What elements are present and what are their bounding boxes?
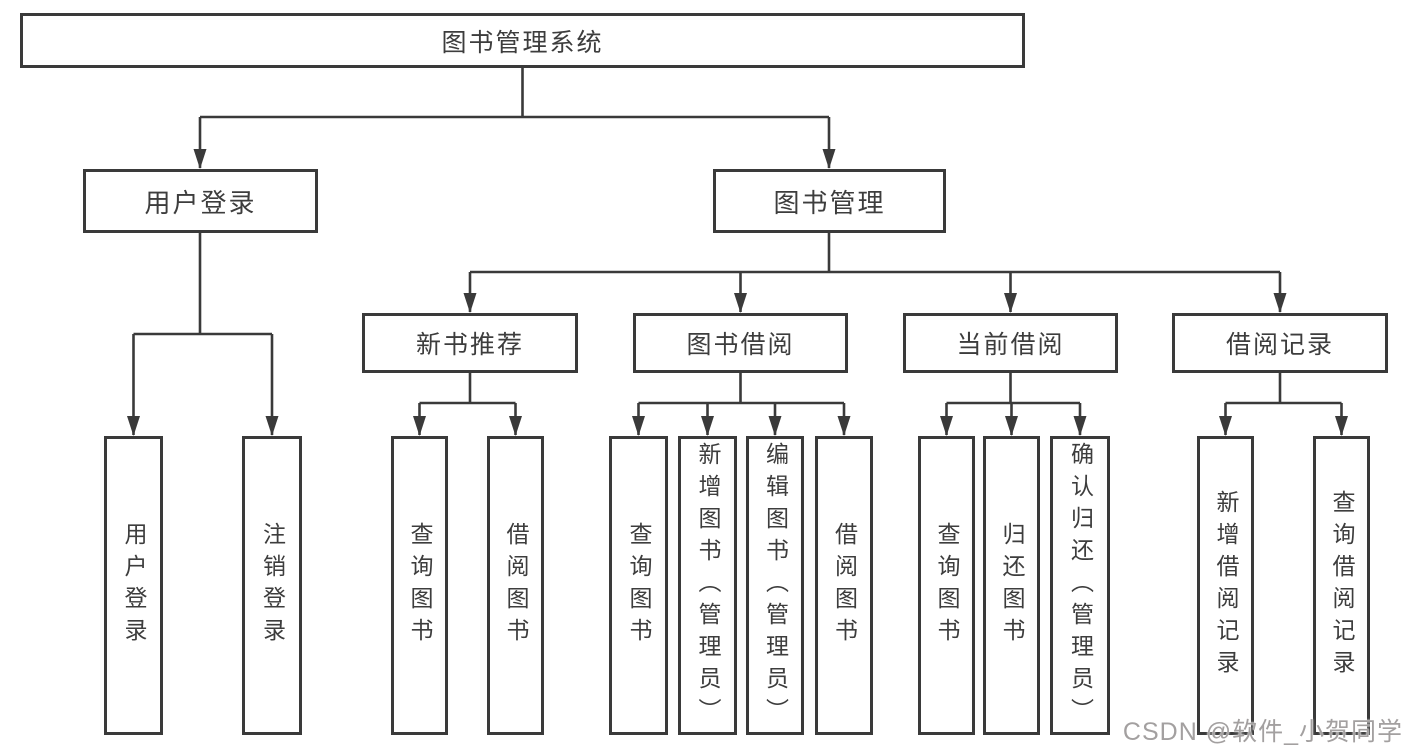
leaf-borrow-add-books-admin-label: 新增图书（管理员） <box>695 441 721 730</box>
leaf-records-add-record-label: 新增借阅记录 <box>1213 489 1239 682</box>
connector-book-management-rail <box>470 233 1280 274</box>
leaf-records-query-record-label: 查询借阅记录 <box>1329 489 1355 682</box>
leaf-current-confirm-return-admin: 确认归还（管理员） <box>1050 436 1110 735</box>
node-book-management: 图书管理 <box>713 169 946 233</box>
node-root-label: 图书管理系统 <box>441 28 604 57</box>
leaf-borrow-edit-books-admin-label: 编辑图书（管理员） <box>762 441 789 730</box>
node-root: 图书管理系统 <box>20 13 1025 68</box>
leaf-borrow-add-books-admin: 新增图书（管理员） <box>678 436 737 735</box>
node-book-borrow: 图书借阅 <box>633 313 848 373</box>
leaf-records-add-record: 新增借阅记录 <box>1197 436 1254 735</box>
connector-user-login-rail <box>133 233 272 336</box>
leaf-records-query-record: 查询借阅记录 <box>1313 436 1370 735</box>
leaf-user-login: 用户登录 <box>104 436 163 735</box>
connector-new-book-recommend-rail <box>419 373 516 405</box>
leaf-borrow-edit-books-admin: 编辑图书（管理员） <box>746 436 804 735</box>
connector-book-borrow-rail <box>638 373 844 405</box>
leaf-current-return-books-label: 归还图书 <box>999 521 1025 650</box>
leaf-rec-borrow-books-label: 借阅图书 <box>503 521 529 650</box>
connector-current-borrow-rail <box>946 373 1080 405</box>
node-book-management-label: 图书管理 <box>773 187 886 218</box>
node-user-login: 用户登录 <box>83 169 318 233</box>
leaf-user-login-label: 用户登录 <box>121 521 147 650</box>
csdn-watermark: CSDN @软件_小贺同学 <box>1122 718 1403 746</box>
node-current-borrow: 当前借阅 <box>903 313 1118 373</box>
leaf-current-return-books: 归还图书 <box>983 436 1040 735</box>
node-user-login-label: 用户登录 <box>144 187 257 218</box>
connector-root-rail <box>200 68 829 119</box>
leaf-rec-query-books-label: 查询图书 <box>407 521 433 650</box>
leaf-current-query-books-label: 查询图书 <box>934 521 960 650</box>
leaf-logout-label: 注销登录 <box>259 521 286 650</box>
node-new-book-recommend-label: 新书推荐 <box>415 331 524 359</box>
node-current-borrow-label: 当前借阅 <box>956 331 1065 359</box>
leaf-borrow-query-books-label: 查询图书 <box>626 521 652 650</box>
connector-borrow-records-rail <box>1225 373 1342 405</box>
node-borrow-records: 借阅记录 <box>1172 313 1388 373</box>
leaf-current-confirm-return-admin-label: 确认归还（管理员） <box>1067 441 1094 730</box>
leaf-current-query-books: 查询图书 <box>918 436 975 735</box>
leaf-rec-borrow-books: 借阅图书 <box>487 436 544 735</box>
leaf-borrow-borrow-books-label: 借阅图书 <box>831 521 858 650</box>
node-book-borrow-label: 图书借阅 <box>686 331 795 359</box>
leaf-rec-query-books: 查询图书 <box>391 436 448 735</box>
node-new-book-recommend: 新书推荐 <box>362 313 578 373</box>
node-borrow-records-label: 借阅记录 <box>1225 331 1334 359</box>
leaf-logout: 注销登录 <box>242 436 302 735</box>
leaf-borrow-borrow-books: 借阅图书 <box>815 436 873 735</box>
leaf-borrow-query-books: 查询图书 <box>609 436 668 735</box>
